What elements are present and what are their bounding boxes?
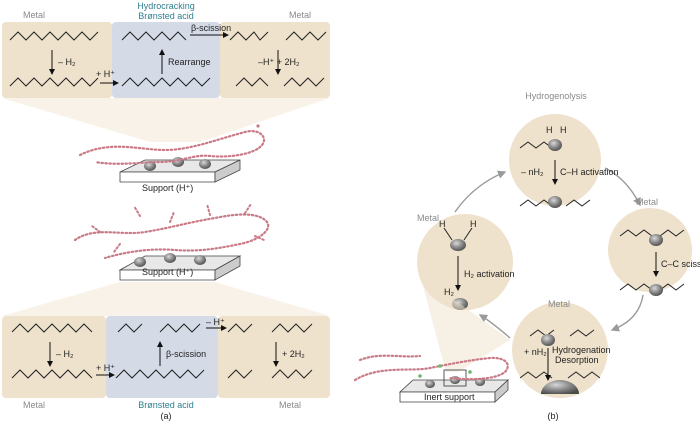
left-circle	[417, 214, 513, 310]
bottom-right-metal-box	[218, 316, 330, 398]
right-circle	[608, 208, 692, 292]
bottom-bronsted-acid-label: Brønsted acid	[138, 400, 194, 410]
top-bronsted-acid-label: Brønsted acid	[138, 11, 194, 21]
desorption-label: Desorption	[555, 355, 599, 365]
hydrogenolysis-title: Hydrogenolysis	[525, 91, 587, 101]
minus-nh2-label: – nH₂	[521, 167, 544, 177]
top-right-metal-label: Metal	[288, 10, 312, 20]
bottom-plus-2h2-label: + 2H₂	[282, 349, 305, 359]
panel-a-caption: (a)	[160, 411, 172, 421]
top-chains	[9, 31, 327, 87]
bottom-beta-scission-label: β-scission	[166, 349, 207, 359]
rearrange-label: Rearrange	[168, 57, 211, 67]
panel-a-top-catalyst	[2, 98, 330, 183]
bottom-left-metal-label: Metal	[22, 400, 46, 410]
top-right-metal-box	[220, 22, 330, 98]
plus-nh2-label: + nH₂	[524, 347, 547, 357]
bottom-plus-h-label: + H⁺	[96, 363, 116, 373]
top-circle-h-right: H	[560, 125, 567, 135]
bottom-circle-metal-label: Metal	[548, 299, 571, 309]
hydrocracking-label: Hydrocracking	[137, 1, 195, 11]
top-support-label: Support (H⁺)	[142, 183, 194, 193]
bottom-mid-acid-box	[106, 316, 218, 398]
hydrogenation-label: Hydrogenation	[552, 345, 611, 355]
panel-b-caption: (b)	[547, 411, 559, 421]
left-circle-h-right: H	[470, 219, 477, 229]
bottom-right-metal-label: Metal	[278, 400, 302, 410]
top-plus-h-label: + H⁺	[96, 69, 116, 79]
top-left-metal-box	[2, 22, 112, 98]
cc-scission-label: C–C scission	[661, 259, 700, 269]
panel-b-cycle	[353, 114, 692, 403]
bottom-minus-h2-label: – H₂	[56, 349, 74, 359]
top-minus-h-plus-2h2-label: –H⁺ + 2H₂	[258, 57, 300, 67]
top-circle-h-left: H	[546, 125, 553, 135]
middle-support-label: Support (H⁺)	[142, 267, 194, 277]
h2-label: H₂	[444, 287, 454, 297]
inert-support-label: Inert support	[424, 392, 475, 402]
bottom-minus-h-label: – H⁺	[206, 317, 225, 327]
top-left-metal-label: Metal	[22, 10, 46, 20]
bottom-left-metal-box	[2, 316, 106, 398]
left-circle-metal-label: Metal	[417, 213, 440, 223]
panel-a-middle-catalyst	[2, 203, 330, 316]
ch-activation-label: C–H activation	[560, 167, 619, 177]
h2-activation-label: H₂ activation	[464, 269, 515, 279]
panel-a-bottom-mechanism	[2, 316, 330, 398]
bottom-circle	[512, 302, 608, 398]
top-minus-h2-label: – H₂	[58, 57, 76, 67]
top-beta-scission-label: β-scission	[191, 23, 232, 33]
panel-a-top-mechanism	[2, 22, 330, 98]
right-circle-metal-label: Metal	[636, 197, 659, 207]
left-circle-h-left: H	[439, 219, 446, 229]
